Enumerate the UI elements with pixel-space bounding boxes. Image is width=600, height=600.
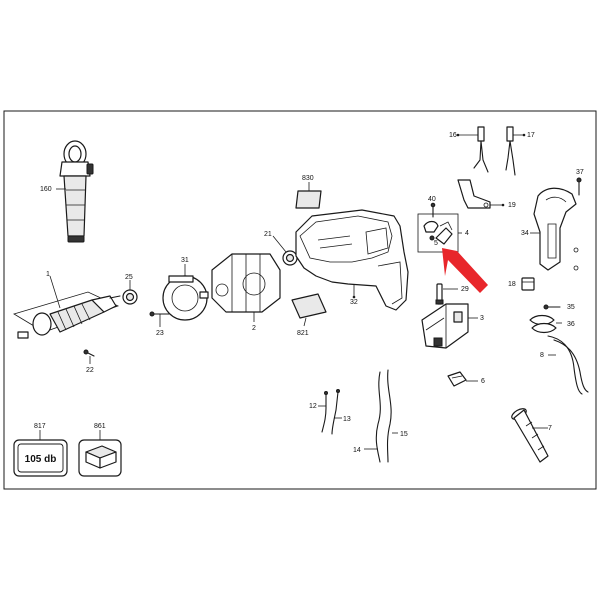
noise-label-text: 105 db [25,454,57,465]
label-35: 35 [567,304,575,311]
label-36: 36 [567,321,575,328]
label-821: 821 [297,330,309,337]
label-16: 16 [449,132,457,139]
label-8: 8 [540,352,544,359]
label-2: 2 [252,325,256,332]
red-indicator-arrow [442,248,488,293]
label-861: 861 [94,423,106,430]
label-15: 15 [400,431,408,438]
part-36-cord-clamp[interactable] [529,314,557,334]
part-34-rear-handle[interactable] [533,187,579,271]
part-32-gear-housing[interactable] [295,209,409,311]
part-817-noise-label[interactable]: 105 db [13,439,68,477]
part-830-label-plate[interactable] [295,190,322,209]
part-7-cord-guard[interactable] [510,407,549,463]
part-23-screw[interactable] [149,311,171,317]
part-35-screw[interactable] [543,304,561,310]
label-29: 29 [461,286,469,293]
label-22: 22 [86,367,94,374]
label-1: 1 [46,271,50,278]
label-6: 6 [481,378,485,385]
label-817: 817 [34,423,46,430]
part-16-brush[interactable] [473,126,489,173]
part-22-screw[interactable] [83,349,95,357]
label-31: 31 [181,257,189,264]
part-19-bracket[interactable] [457,179,491,209]
part-160-side-handle[interactable] [59,140,94,243]
part-31-baffle[interactable] [162,275,209,321]
leader-821 [303,317,307,327]
part-18-capacitor[interactable] [521,277,535,291]
part-861-carry-case[interactable] [78,439,122,477]
part-4-5-switch-parts[interactable] [417,213,459,253]
part-40-screw[interactable] [430,202,436,218]
label-23: 23 [156,330,164,337]
diagram-frame [3,110,597,490]
label-830: 830 [302,175,314,182]
label-34: 34 [521,230,529,237]
label-7: 7 [548,425,552,432]
label-37: 37 [576,169,584,176]
label-4: 4 [465,230,469,237]
label-5: 5 [434,240,438,247]
part-1-armature[interactable] [13,291,121,339]
part-6-terminal[interactable] [447,371,467,387]
part-8-power-cord[interactable] [547,335,589,395]
leader-1 [49,275,61,309]
label-21: 21 [264,231,272,238]
label-25: 25 [125,274,133,281]
part-29-switch-lever[interactable] [435,283,444,305]
part-821-plate[interactable] [291,293,327,319]
label-13: 13 [343,416,351,423]
label-160: 160 [40,186,52,193]
part-2-stator[interactable] [211,253,281,313]
part-3-switch[interactable] [421,303,469,349]
label-40: 40 [428,196,436,203]
label-14: 14 [353,447,361,454]
label-18: 18 [508,281,516,288]
label-3: 3 [480,315,484,322]
part-12-13-wires[interactable] [321,389,340,435]
label-19: 19 [508,202,516,209]
part-17-brush[interactable] [505,126,516,176]
label-32: 32 [350,299,358,306]
part-14-15-wires[interactable] [375,369,392,463]
leader-21 [272,235,287,253]
part-21-bearing[interactable] [282,250,298,266]
part-37-screw[interactable] [576,177,582,196]
part-25-bearing[interactable] [122,289,138,305]
label-17: 17 [527,132,535,139]
label-12: 12 [309,403,317,410]
